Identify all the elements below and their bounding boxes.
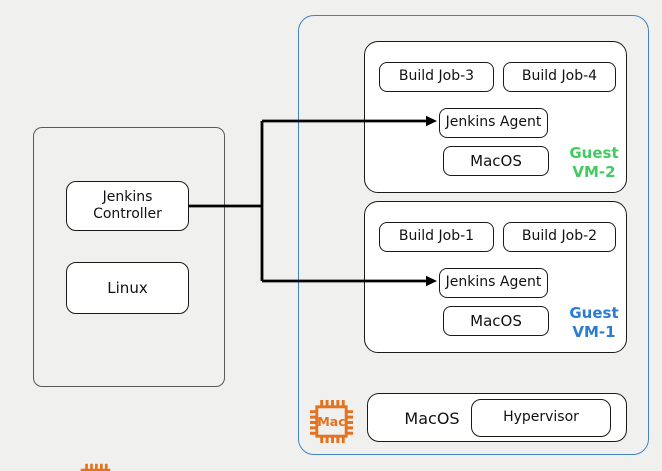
build-job-4-node: Build Job-4 xyxy=(503,62,616,92)
linux-host-container xyxy=(33,127,225,471)
hypervisor-label: Hypervisor xyxy=(503,409,579,426)
build-job-2-node: Build Job-2 xyxy=(503,222,616,252)
linux-os-node: Linux xyxy=(66,262,189,314)
mac-host-container xyxy=(298,15,649,455)
build-job-1-label: Build Job-1 xyxy=(398,228,475,245)
macos-base-label: MacOS xyxy=(404,408,460,428)
macos-hypervisor-layer: MacOS Hypervisor xyxy=(367,393,627,442)
macos-vm2-node: MacOS xyxy=(443,146,549,176)
jenkins-agent-vm2-node: Jenkins Agent xyxy=(439,108,548,138)
jenkins-agent-vm1-node: Jenkins Agent xyxy=(439,268,548,298)
guest-vm2-container: Build Job-3 Build Job-4 Jenkins Agent Ma… xyxy=(364,41,627,193)
build-job-2-label: Build Job-2 xyxy=(521,228,598,245)
jenkins-controller-node: Jenkins Controller xyxy=(66,181,189,231)
build-job-4-label: Build Job-4 xyxy=(521,68,598,85)
macos-vm1-label: MacOS xyxy=(470,311,522,330)
linux-os-label: Linux xyxy=(107,278,148,297)
build-job-3-label: Build Job-3 xyxy=(398,68,475,85)
hypervisor-node: Hypervisor xyxy=(471,399,611,437)
build-job-1-node: Build Job-1 xyxy=(379,222,494,252)
macos-vm2-label: MacOS xyxy=(470,151,522,170)
cpu-chip-icon xyxy=(74,462,117,471)
guest-vm1-container: Build Job-1 Build Job-2 Jenkins Agent Ma… xyxy=(364,201,627,353)
guest-vm1-label: Guest VM-1 xyxy=(569,304,619,341)
build-job-3-node: Build Job-3 xyxy=(379,62,494,92)
macos-vm1-node: MacOS xyxy=(443,306,549,336)
jenkins-agent-vm1-label: Jenkins Agent xyxy=(445,274,542,291)
guest-vm2-label: Guest VM-2 xyxy=(569,144,619,181)
jenkins-agent-vm2-label: Jenkins Agent xyxy=(445,114,542,131)
jenkins-controller-label: Jenkins Controller xyxy=(93,188,162,223)
